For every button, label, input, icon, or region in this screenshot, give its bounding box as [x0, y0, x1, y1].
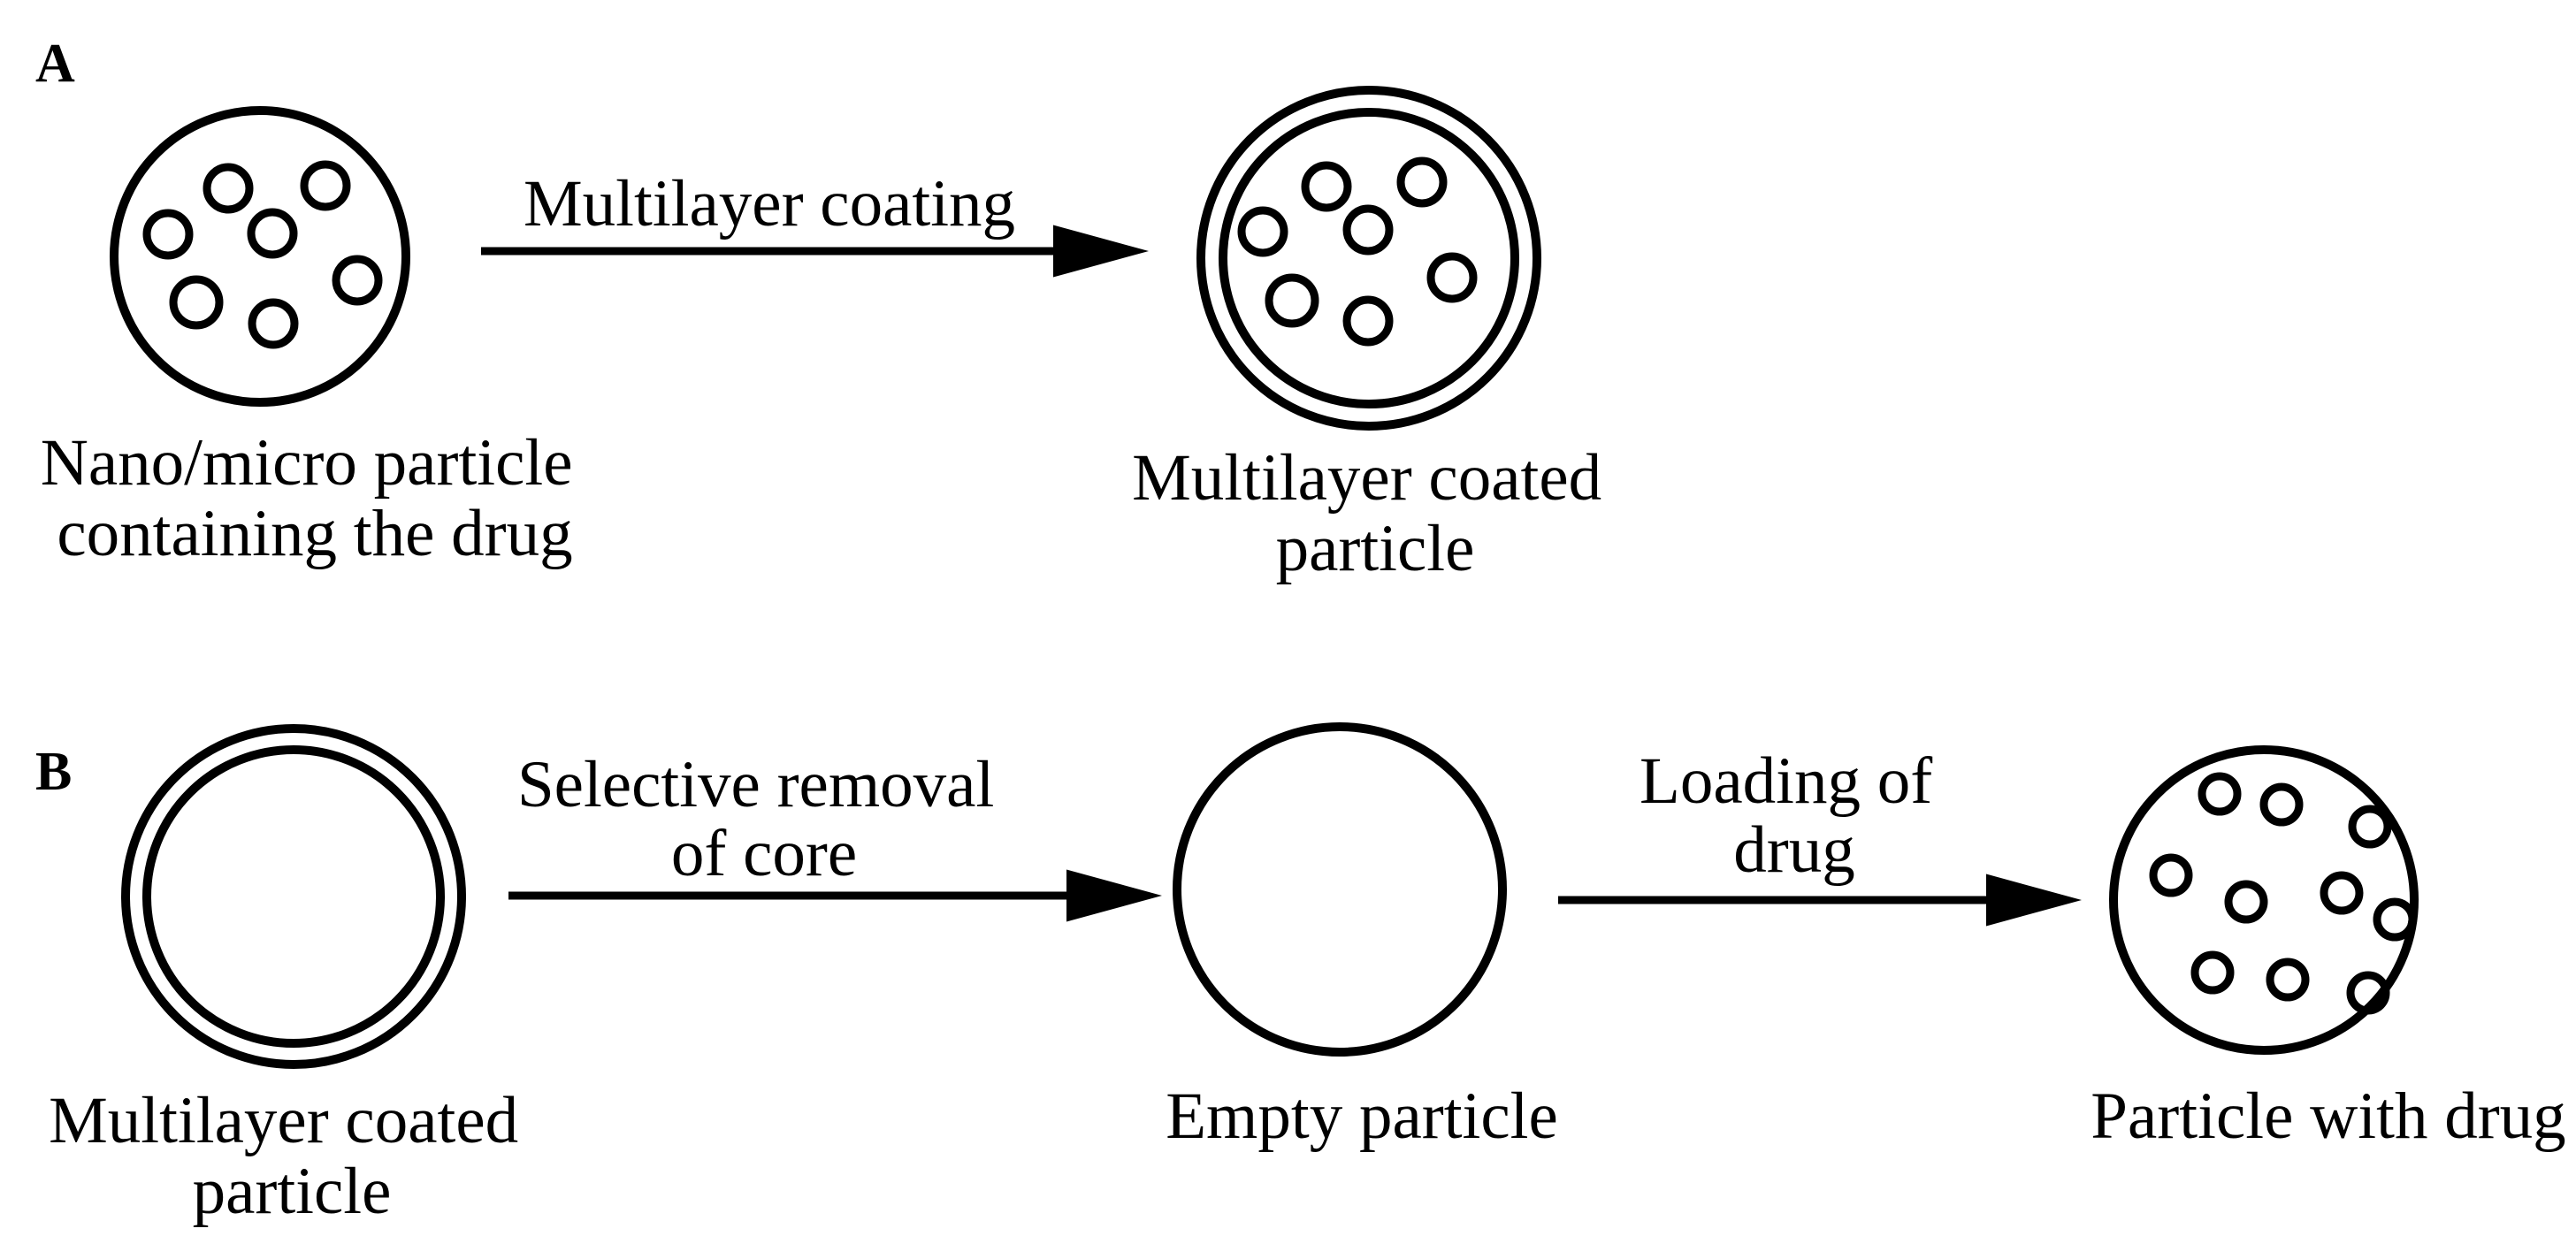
drug-granule	[2320, 871, 2364, 915]
drug-granule	[2190, 950, 2235, 995]
caption-nano-micro-particle: Nano/micro particle containing the drug	[41, 426, 590, 570]
drug-granule	[2149, 853, 2193, 897]
particle-with-drug	[2109, 745, 2419, 1055]
drug-granule	[2198, 772, 2242, 816]
drug-granule	[2224, 880, 2268, 924]
drug-granule	[2346, 971, 2390, 1015]
drug-granule	[2266, 958, 2310, 1002]
caption-particle-with-drug: Particle with drug	[2091, 1080, 2565, 1153]
drug-granule	[169, 275, 224, 330]
empty-particle	[1173, 722, 1507, 1057]
drug-granule	[142, 209, 194, 260]
panel-b-label: B	[35, 742, 72, 802]
loading-drug-label: Loading of drug	[1640, 744, 1949, 887]
drug-granule	[203, 163, 254, 214]
drug-granule	[1396, 156, 1448, 208]
drug-granule	[300, 160, 351, 211]
drug-granule	[332, 255, 383, 306]
coated-drug-particle	[1196, 86, 1541, 431]
drug-granule	[1426, 252, 1478, 303]
drug-granule	[1265, 273, 1319, 328]
drug-granule	[1342, 295, 1394, 347]
drug-granule	[2373, 897, 2417, 942]
caption-multilayer-coated-particle-b: Multilayer coated particle	[49, 1084, 535, 1228]
drug-granule	[1301, 161, 1352, 212]
multilayer-coating-label: Multilayer coating	[524, 167, 1015, 240]
drug-granule	[2259, 782, 2304, 827]
selective-removal-label: Selective removal of core	[517, 748, 1011, 890]
drug-granule	[1342, 204, 1394, 256]
drug-granule	[2348, 805, 2392, 849]
drug-granule	[248, 298, 299, 349]
panel-a-label: A	[35, 34, 75, 94]
caption-empty-particle: Empty particle	[1166, 1080, 1558, 1153]
caption-multilayer-coated-particle-a: Multilayer coated particle	[1132, 441, 1618, 585]
drug-granule	[1237, 206, 1288, 257]
coated-particle-empty	[121, 724, 466, 1069]
drug-loaded-particle	[110, 106, 410, 407]
drug-granule	[247, 208, 298, 259]
